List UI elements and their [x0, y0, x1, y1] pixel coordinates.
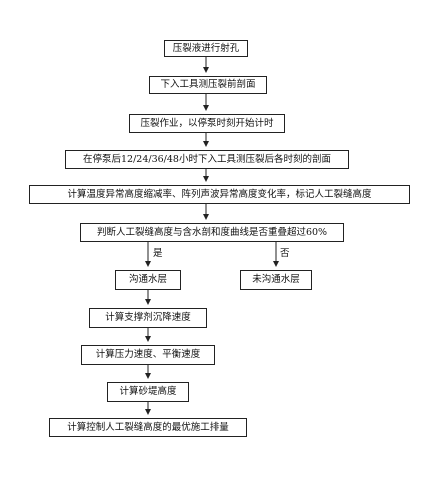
step-9-box: 计算支撑剂沉降速度 — [89, 308, 207, 328]
step-10-box: 计算压力速度、平衡速度 — [81, 345, 215, 365]
step-3-box: 压裂作业，以停泵时刻开始计时 — [129, 114, 285, 133]
step-12-box: 计算控制人工裂缝高度的最优施工排量 — [49, 418, 247, 437]
step-1-box: 压裂液进行射孔 — [164, 40, 248, 57]
step-5-box: 计算温度异常高度缩减率、阵列声波异常高度变化率，标记人工裂缝高度 — [29, 185, 410, 204]
branch-no-label: 否 — [280, 248, 290, 259]
step-8-box: 未沟通水层 — [240, 270, 312, 290]
step-7-box: 沟通水层 — [115, 270, 181, 290]
step-4-box: 在停泵后12/24/36/48小时下入工具测压裂后各时刻的剖面 — [65, 150, 349, 169]
step-11-box: 计算砂堤高度 — [107, 382, 189, 402]
step-2-box: 下入工具测压裂前剖面 — [149, 76, 267, 94]
branch-yes-label: 是 — [153, 248, 163, 259]
step-6-box: 判断人工裂缝高度与含水剖和度曲线是否重叠超过60% — [80, 223, 344, 242]
